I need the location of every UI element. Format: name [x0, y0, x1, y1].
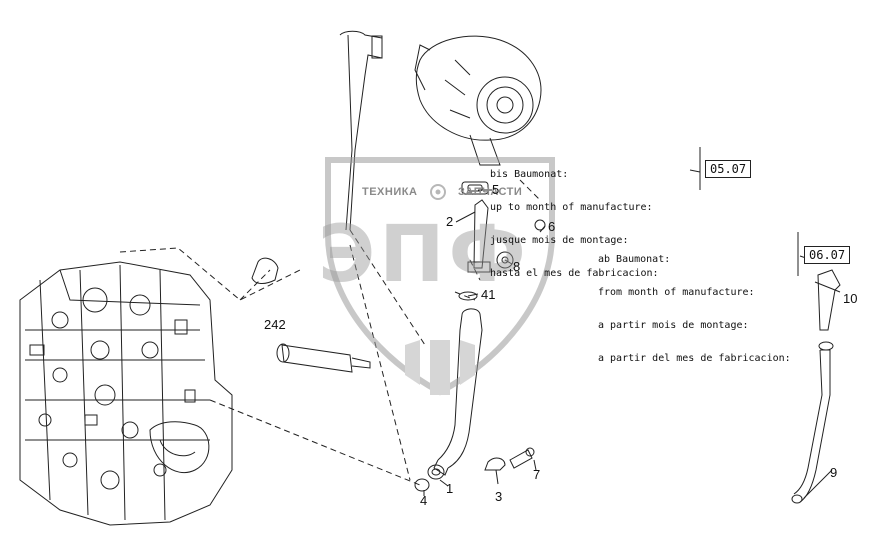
date-box-before: 05.07: [705, 160, 752, 178]
note-after-line: from month of manufacture:: [598, 287, 755, 298]
callout-8: 8: [513, 259, 521, 274]
flange-5: [461, 181, 489, 195]
callout-9: 9: [830, 465, 838, 480]
note-after-line: ab Baumonat:: [598, 254, 671, 265]
note-after: ab Baumonat: from month of manufacture: …: [598, 232, 791, 375]
pipe-10: [817, 269, 841, 331]
bolt-7: [509, 447, 535, 469]
callout-10: 10: [843, 291, 858, 306]
watermark-left-text: ТЕХНИКА: [362, 186, 418, 198]
clamp-4: [414, 478, 430, 492]
note-before-line: jusque mois de montage:: [490, 235, 629, 246]
watermark-emblem: [325, 157, 555, 396]
callout-242: 242: [264, 317, 286, 332]
turbocharger: [414, 35, 542, 166]
note-after-line: a partir del mes de fabricacion:: [598, 353, 791, 364]
gear-icon: [430, 184, 446, 200]
callout-5: 5: [492, 182, 500, 197]
reference-lines: [119, 179, 541, 486]
engine-block: [19, 261, 233, 526]
leader-lines: [423, 169, 841, 499]
oil-feed-pipe-upper: [339, 30, 383, 231]
bracket-3: [484, 457, 506, 471]
callout-7: 7: [533, 467, 541, 482]
watermark-right-text: ЗАПЧАСТИ: [458, 186, 523, 198]
watermark-big-text: ЭПФ: [318, 210, 530, 300]
callout-6: 6: [548, 219, 556, 234]
note-before-line: bis Baumonat:: [490, 169, 569, 180]
date-box-after: 06.07: [804, 246, 851, 264]
callout-41: 41: [481, 287, 496, 302]
callout-2: 2: [446, 214, 454, 229]
note-before: bis Baumonat: up to month of manufacture…: [490, 147, 659, 290]
grommet-1: [427, 464, 445, 480]
oil-return-pipe: [433, 199, 546, 476]
pipe-9: [791, 341, 834, 504]
note-after-line: a partir mois de montage:: [598, 320, 749, 331]
hose-242: [251, 257, 371, 373]
note-before-line: hasta el mes de fabricacion:: [490, 268, 659, 279]
callout-4: 4: [420, 493, 428, 508]
note-before-line: up to month of manufacture:: [490, 202, 653, 213]
callout-3: 3: [495, 489, 503, 504]
callout-1: 1: [446, 481, 454, 496]
